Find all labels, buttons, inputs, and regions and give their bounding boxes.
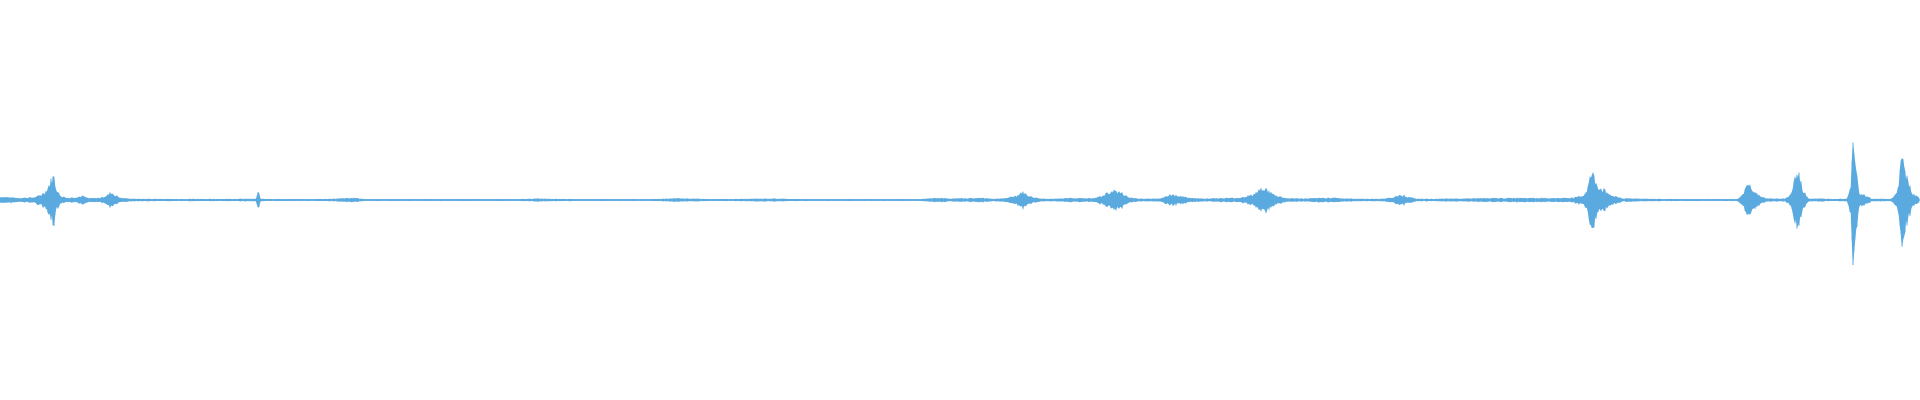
waveform-envelope xyxy=(0,142,1920,266)
waveform-strokes xyxy=(36,142,1918,266)
